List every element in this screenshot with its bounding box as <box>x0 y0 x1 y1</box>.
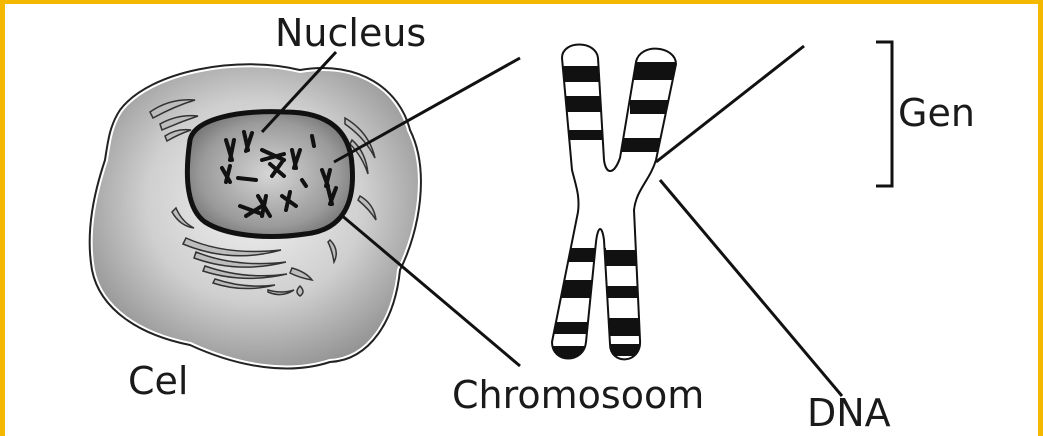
gene-pointer <box>656 46 804 162</box>
gene-label: Gen <box>898 94 975 132</box>
gene-bracket <box>876 42 892 186</box>
chromosome-label: Chromosoom <box>452 376 704 414</box>
dna-pointer <box>660 180 842 396</box>
cell-label: Cel <box>128 362 188 400</box>
cell <box>90 64 421 368</box>
nucleus <box>187 112 352 237</box>
nucleus-label: Nucleus <box>275 14 426 52</box>
chromosome <box>540 30 690 380</box>
dna-label: DNA <box>807 394 891 432</box>
